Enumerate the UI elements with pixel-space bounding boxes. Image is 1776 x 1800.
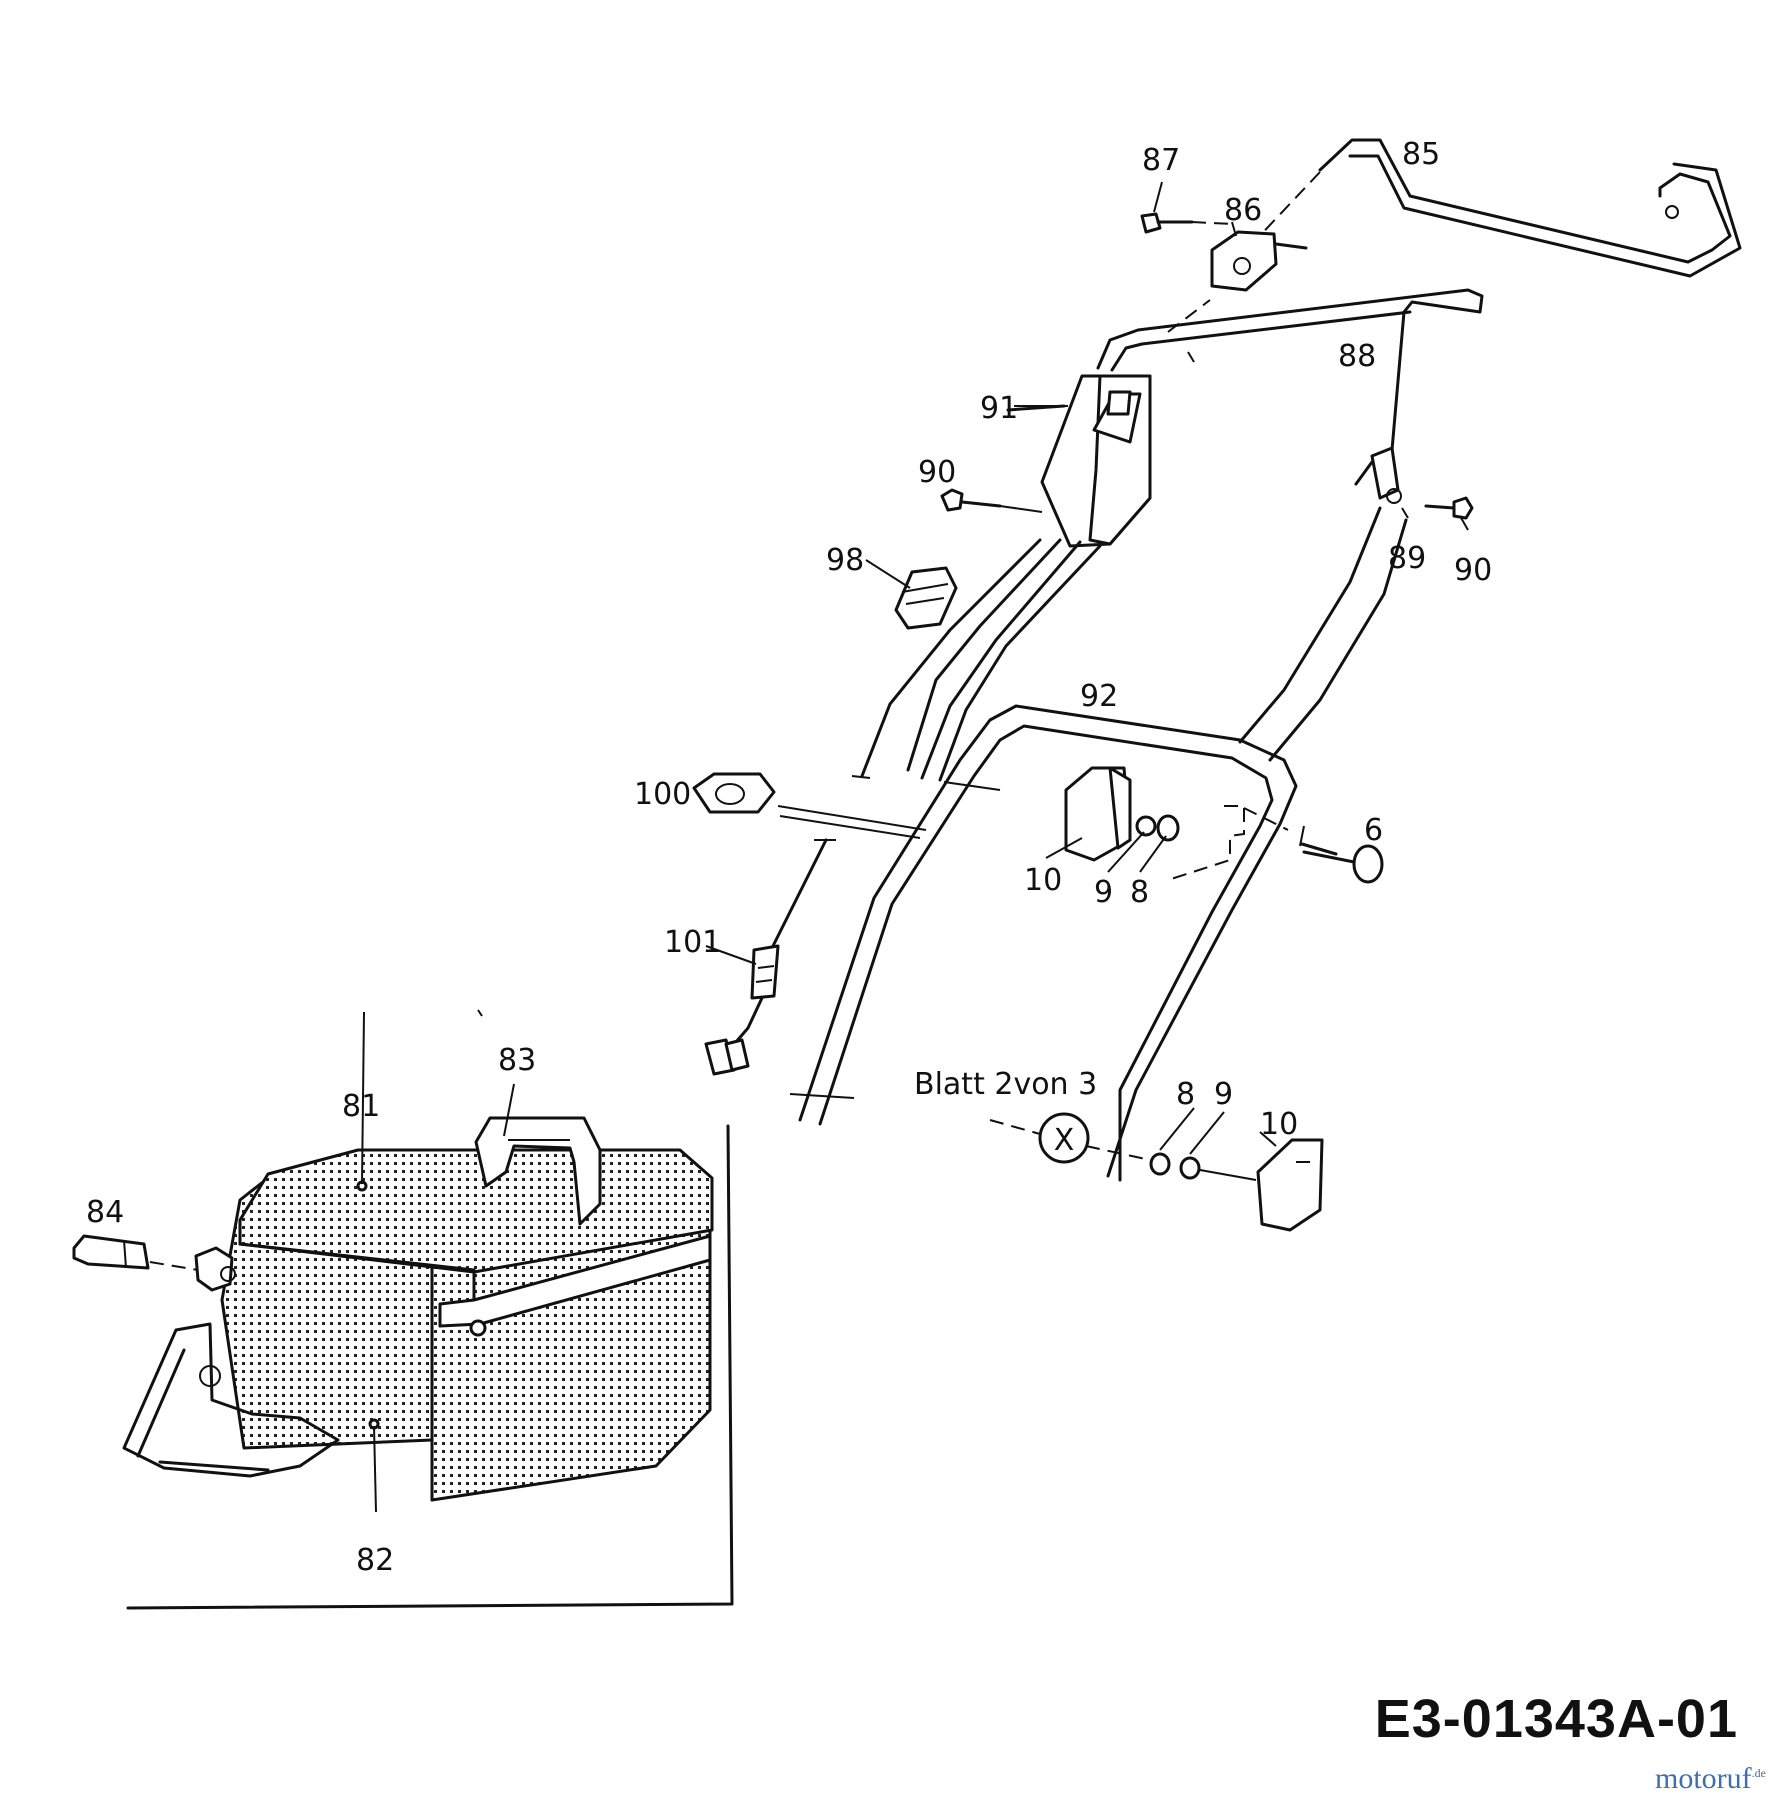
clip-89: [1370, 446, 1402, 504]
left-upper-tubes: [851, 506, 1408, 782]
axle-pin-84: [72, 1234, 236, 1292]
washer-9-lower: [1179, 1156, 1201, 1180]
switch-box-91: [1006, 374, 1152, 548]
callout-81: 81: [342, 1089, 380, 1124]
sheet-marker-letter: X: [1054, 1123, 1075, 1158]
watermark-logo: motoruf.de: [1655, 1762, 1766, 1796]
callout-10-lower: 10: [1260, 1107, 1298, 1142]
drawing-code: E3-01343A-01: [1374, 1689, 1738, 1749]
callout-8-upper: 8: [1130, 875, 1149, 910]
sheet-marker-circle: [1038, 1112, 1090, 1164]
callout-101: 101: [664, 925, 721, 960]
callout-84: 84: [86, 1195, 124, 1230]
callout-9-upper: 9: [1094, 875, 1113, 910]
washer-8-lower: [1149, 1152, 1171, 1176]
carry-handle-83: [474, 1116, 602, 1226]
watermark-brand: motoruf: [1655, 1762, 1752, 1795]
callout-87: 87: [1142, 143, 1180, 178]
callout-9-lower: 9: [1214, 1077, 1233, 1112]
callout-100: 100: [634, 777, 691, 812]
catcher-frame-border: [126, 1009, 734, 1610]
callout-91: 91: [980, 391, 1018, 426]
callout-labels: 85 87 86 88 91 90 89 90 98 92 100 6 10 9…: [86, 137, 1492, 1578]
washer-8-upper: [1156, 814, 1180, 842]
sheet-reference-text: Blatt 2von 3: [914, 1067, 1097, 1102]
connector-101: [704, 838, 836, 1076]
callout-90-left: 90: [918, 455, 956, 490]
clamp-100: [692, 772, 927, 839]
upper-bail-bar: [1217, 138, 1742, 281]
callout-83: 83: [498, 1043, 536, 1078]
callout-98: 98: [826, 543, 864, 578]
bolt-90-right: [1424, 496, 1474, 520]
callout-82: 82: [356, 1543, 394, 1578]
cable-clip-98: [894, 566, 958, 630]
callout-89: 89: [1388, 541, 1426, 576]
washer-9-upper: [1135, 815, 1157, 837]
bolt-87: [1140, 212, 1233, 234]
bolt-6: [1299, 825, 1384, 884]
callout-90-right: 90: [1454, 553, 1492, 588]
callout-86: 86: [1224, 193, 1262, 228]
callout-6: 6: [1364, 813, 1383, 848]
callout-10-upper: 10: [1024, 863, 1062, 898]
middle-handle-88: [1096, 288, 1484, 486]
callout-92: 92: [1080, 679, 1118, 714]
callout-85: 85: [1402, 137, 1440, 172]
knob-10-lower: [1199, 1138, 1324, 1232]
leader-lines: [361, 181, 1469, 1513]
watermark-tld: .de: [1751, 1766, 1766, 1780]
lower-handle-92: [789, 704, 1298, 1182]
callout-8-lower: 8: [1176, 1077, 1195, 1112]
clamp-86: [1210, 230, 1308, 292]
sheet-reference: X Blatt 2von 3: [914, 1067, 1097, 1164]
bolt-90-left: [940, 488, 1043, 513]
knob-10-upper: [1064, 766, 1132, 862]
callout-88: 88: [1338, 339, 1376, 374]
